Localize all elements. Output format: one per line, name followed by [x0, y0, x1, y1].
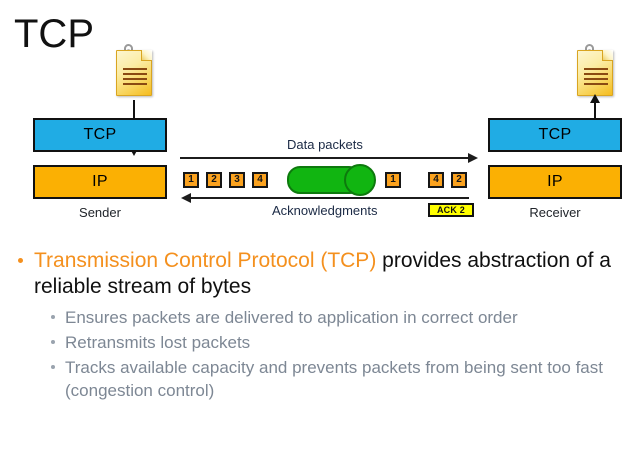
bullet-dot-icon [51, 340, 55, 344]
document-text-lines [584, 68, 608, 88]
bullet-sub-2-text: Retransmits lost packets [65, 333, 251, 352]
bullet-sublist: Ensures packets are delivered to applica… [12, 306, 632, 402]
bullet-sub-3-text: Tracks available capacity and prevents p… [65, 358, 603, 400]
document-page [577, 50, 613, 96]
bullet-main-rest: provides abstraction of a reliable strea… [34, 249, 611, 298]
sender-layer-ip: IP [33, 165, 167, 199]
network-pipe-head [344, 164, 376, 196]
receiver-layer-tcp: TCP [488, 118, 622, 152]
receiver-label: Receiver [529, 205, 581, 220]
bullet-main: Transmission Control Protocol (TCP) prov… [12, 248, 632, 300]
sender-layer-ip-label: IP [92, 173, 108, 190]
packet-square: 1 [182, 171, 200, 189]
bullet-dot-icon [51, 365, 55, 369]
bullet-sub-2: Retransmits lost packets [48, 331, 632, 354]
sender-layer-tcp: TCP [33, 118, 167, 152]
packet-square: 2 [450, 171, 468, 189]
sender-layer-tcp-label: TCP [83, 126, 117, 143]
bullet-dot-icon [51, 315, 55, 319]
page-fold-corner [141, 50, 152, 61]
data-packets-label: Data packets [287, 137, 363, 152]
bullet-list: Transmission Control Protocol (TCP) prov… [12, 248, 632, 404]
document-page [116, 50, 152, 96]
document-text-lines [123, 68, 147, 88]
receiver-layer-ip: IP [488, 165, 622, 199]
page-title: TCP [14, 12, 94, 56]
packet-square: 4 [427, 171, 445, 189]
document-icon-receiver [573, 44, 617, 100]
acknowledgments-arrow [181, 193, 469, 203]
document-icon-sender [112, 44, 156, 100]
bullet-main-highlight: Transmission Control Protocol (TCP) [34, 249, 377, 272]
receiver-layer-tcp-label: TCP [538, 126, 572, 143]
bullet-dot-icon [18, 258, 23, 263]
bullet-sub-1: Ensures packets are delivered to applica… [48, 306, 632, 329]
page-fold-corner [602, 50, 613, 61]
bullet-sub-1-text: Ensures packets are delivered to applica… [65, 308, 518, 327]
ack-badge: ACK 2 [428, 203, 474, 217]
packet-square: 1 [384, 171, 402, 189]
sender-label: Sender [79, 205, 121, 220]
data-packets-arrow [180, 153, 478, 163]
receiver-layer-ip-label: IP [547, 173, 563, 190]
packet-square: 4 [251, 171, 269, 189]
bullet-sub-3: Tracks available capacity and prevents p… [48, 356, 632, 402]
tcp-stack-diagram: TCP IP Sender TCP IP Receiver Data packe… [33, 44, 622, 220]
acknowledgments-label: Acknowledgments [272, 203, 378, 218]
packet-square: 3 [228, 171, 246, 189]
packet-square: 2 [205, 171, 223, 189]
